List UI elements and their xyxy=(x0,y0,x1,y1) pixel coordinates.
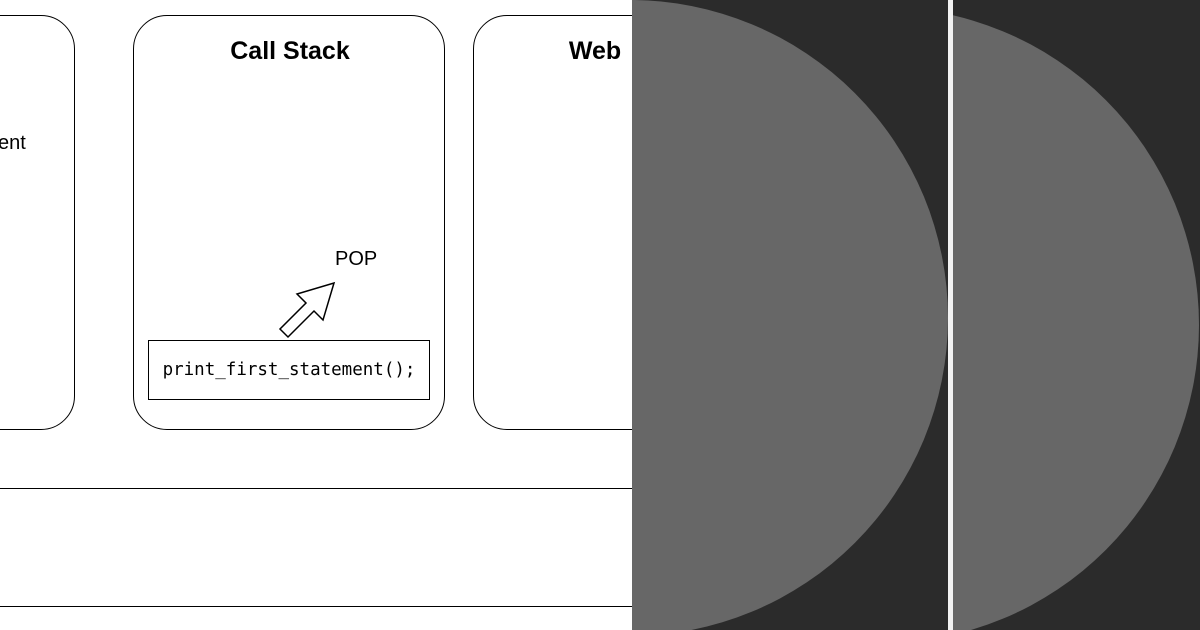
event-loop-diagram: ent Call Stack Web POP print_first_state… xyxy=(0,15,632,607)
call-stack-frame: print_first_statement(); xyxy=(148,340,430,400)
dark-overlay-left xyxy=(632,0,948,630)
pop-label: POP xyxy=(335,248,378,270)
web-panel: Web xyxy=(473,15,632,430)
dark-overlay-right xyxy=(953,0,1200,630)
overlay-divider xyxy=(948,0,953,630)
call-stack-title: Call Stack xyxy=(230,37,350,65)
left-panel xyxy=(0,15,75,430)
queue-top-border xyxy=(0,488,632,489)
web-panel-title: Web xyxy=(568,37,622,65)
arrow-up-right-outline-icon xyxy=(278,281,336,339)
gray-half-disc xyxy=(953,7,1199,630)
gray-half-disc xyxy=(632,0,948,630)
left-panel-text-fragment: ent xyxy=(0,132,26,154)
queue-bottom-border xyxy=(0,606,632,607)
